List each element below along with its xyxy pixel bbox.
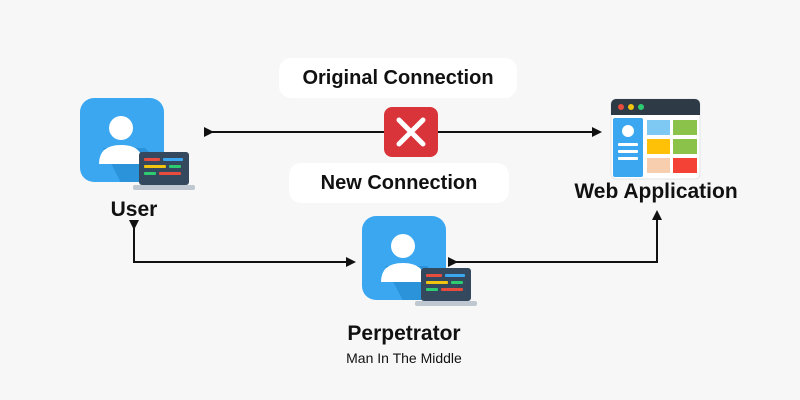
perpetrator-subtitle: Man In The Middle bbox=[346, 350, 462, 366]
web-application-label: Web Application bbox=[574, 180, 738, 203]
perpetrator-avatar-laptop-icon bbox=[362, 216, 477, 306]
user-to-perpetrator-arrow bbox=[129, 220, 356, 267]
new-connection-pill: New Connection bbox=[289, 163, 509, 203]
perpetrator-to-webapp-arrow bbox=[448, 210, 662, 267]
new-connection-label: New Connection bbox=[320, 171, 478, 194]
original-connection-pill: Original Connection bbox=[279, 58, 517, 98]
user-label: User bbox=[110, 198, 158, 221]
user-avatar-laptop-icon bbox=[80, 98, 195, 190]
original-connection-label: Original Connection bbox=[302, 66, 494, 89]
web-browser-window-icon bbox=[610, 98, 701, 180]
perpetrator-label: Perpetrator bbox=[347, 322, 461, 345]
blocked-x-icon bbox=[384, 107, 438, 157]
